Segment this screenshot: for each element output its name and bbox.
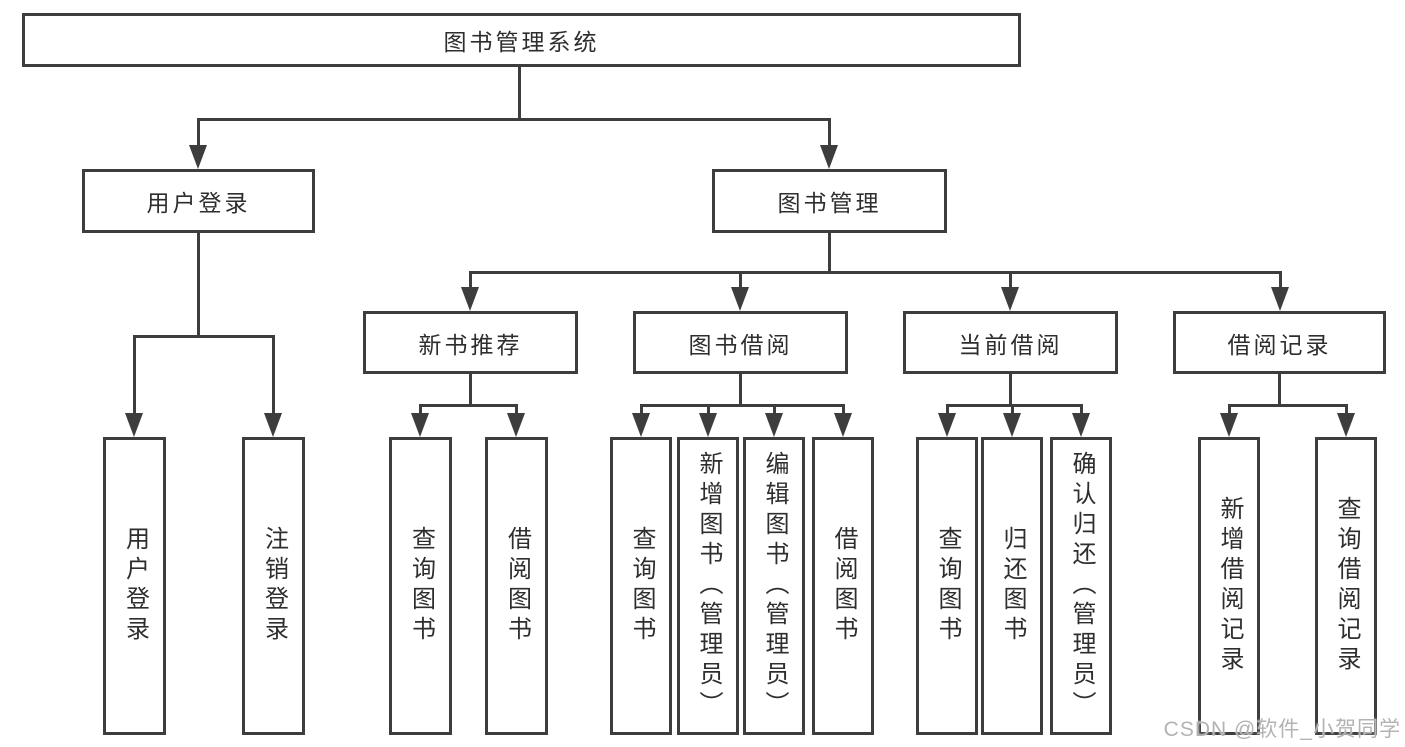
connector-leaf-drop [640, 404, 643, 415]
node-label: 归还图书 [999, 526, 1026, 646]
node-user-login-leaf: 用户登录 [103, 437, 166, 735]
connector-leaf-drop [515, 404, 518, 415]
connector-user-login-bar [133, 335, 275, 338]
connector-new-book-bar [419, 404, 518, 407]
connector-leaf-drop [1080, 404, 1083, 415]
node-label: 用户登录 [121, 526, 149, 646]
arrowhead-down-icon [411, 413, 429, 437]
node-label: 新增借阅记录 [1216, 496, 1243, 676]
node-label: 图书管理系统 [443, 29, 600, 55]
node-label: 注销登录 [260, 526, 288, 646]
node-borrow-books: 借阅图书 [812, 437, 874, 735]
connector-leaf-drop [946, 404, 949, 415]
node-confirm-return-admin: 确认归还（管理员） [1050, 437, 1112, 735]
node-label: 查询图书 [934, 526, 961, 646]
node-label: 查询图书 [407, 526, 435, 646]
node-label: 查询借阅记录 [1333, 496, 1360, 676]
node-query-books-recommend: 查询图书 [389, 437, 452, 735]
node-label: 借阅图书 [503, 526, 531, 646]
connector-borrow-record-bar [1228, 404, 1348, 407]
arrowhead-down-icon [507, 413, 525, 437]
node-query-books-current: 查询图书 [916, 437, 978, 735]
node-logout: 注销登录 [242, 437, 305, 735]
arrowhead-down-icon [938, 413, 956, 437]
node-label: 图书借阅 [688, 331, 793, 358]
arrowhead-down-icon [1001, 287, 1019, 311]
node-borrow-books-recommend: 借阅图书 [485, 437, 548, 735]
connector-leaf-drop [1228, 404, 1231, 415]
arrowhead-down-icon [1072, 413, 1090, 437]
arrowhead-down-icon [1003, 413, 1021, 437]
connector-new-book-drop [469, 271, 472, 289]
arrowhead-down-icon [1220, 413, 1238, 437]
connector-book-mgmt-drop [828, 118, 831, 146]
node-label: 用户登录 [146, 190, 251, 216]
node-label: 图书管理 [777, 190, 882, 216]
node-user-login: 用户登录 [82, 169, 315, 233]
arrowhead-down-icon [834, 413, 852, 437]
node-book-management: 图书管理 [712, 169, 947, 233]
connector-leaf-drop [1011, 404, 1014, 415]
arrowhead-down-icon [264, 413, 282, 437]
node-add-book-admin: 新增图书（管理员） [677, 437, 739, 735]
node-label: 新增图书（管理员） [695, 451, 722, 721]
node-label: 新书推荐 [418, 331, 523, 358]
csdn-watermark: CSDN @软件_小贺同学 [1163, 718, 1401, 741]
node-label: 当前借阅 [958, 331, 1063, 358]
node-borrowing-records: 借阅记录 [1173, 311, 1386, 374]
connector-book-borrow-bar [640, 404, 845, 407]
node-return-books: 归还图书 [981, 437, 1043, 735]
connector-borrow-record-stem [1278, 374, 1281, 404]
connector-leaf-drop [419, 404, 422, 415]
node-library-management-system: 图书管理系统 [22, 13, 1021, 67]
connector-book-mgmt-bar [469, 271, 1281, 274]
node-current-borrowing: 当前借阅 [903, 311, 1118, 374]
arrowhead-down-icon [125, 413, 143, 437]
connector-leaf-drop [773, 404, 776, 415]
connector-root-bar [197, 118, 831, 121]
connector-book-mgmt-stem [828, 233, 831, 271]
arrowhead-down-icon [189, 145, 207, 169]
node-query-books-borrowing: 查询图书 [610, 437, 672, 735]
node-label: 编辑图书（管理员） [761, 451, 788, 721]
connector-current-borrow-drop [1009, 271, 1012, 289]
arrowhead-down-icon [820, 145, 838, 169]
connector-borrow-record-drop [1279, 271, 1282, 289]
arrowhead-down-icon [731, 287, 749, 311]
connector-book-borrow-stem [739, 374, 742, 404]
arrowhead-down-icon [632, 413, 650, 437]
node-label: 借阅记录 [1227, 331, 1332, 358]
arrowhead-down-icon [1337, 413, 1355, 437]
arrowhead-down-icon [765, 413, 783, 437]
connector-leaf-drop [842, 404, 845, 415]
connector-current-borrow-stem [1009, 374, 1012, 404]
connector-user-login-drop [197, 118, 200, 146]
node-edit-book-admin: 编辑图书（管理员） [743, 437, 805, 735]
connector-current-borrow-bar [946, 404, 1083, 407]
connector-user-login-stem [197, 233, 200, 335]
connector-leaf-drop [1345, 404, 1348, 415]
connector-login-leaf-drop [133, 335, 136, 415]
connector-new-book-stem [469, 374, 472, 404]
arrowhead-down-icon [461, 287, 479, 311]
arrowhead-down-icon [699, 413, 717, 437]
connector-logout-leaf-drop [272, 335, 275, 415]
node-label: 查询图书 [628, 526, 655, 646]
arrowhead-down-icon [1271, 287, 1289, 311]
node-query-borrow-record: 查询借阅记录 [1315, 437, 1377, 735]
node-new-book-recommendation: 新书推荐 [363, 311, 578, 374]
node-label: 确认归还（管理员） [1068, 451, 1095, 721]
node-book-borrowing: 图书借阅 [633, 311, 848, 374]
connector-leaf-drop [707, 404, 710, 415]
node-add-borrow-record: 新增借阅记录 [1198, 437, 1260, 735]
node-label: 借阅图书 [830, 526, 857, 646]
connector-book-borrow-drop [739, 271, 742, 289]
connector-root-stem [518, 67, 521, 118]
